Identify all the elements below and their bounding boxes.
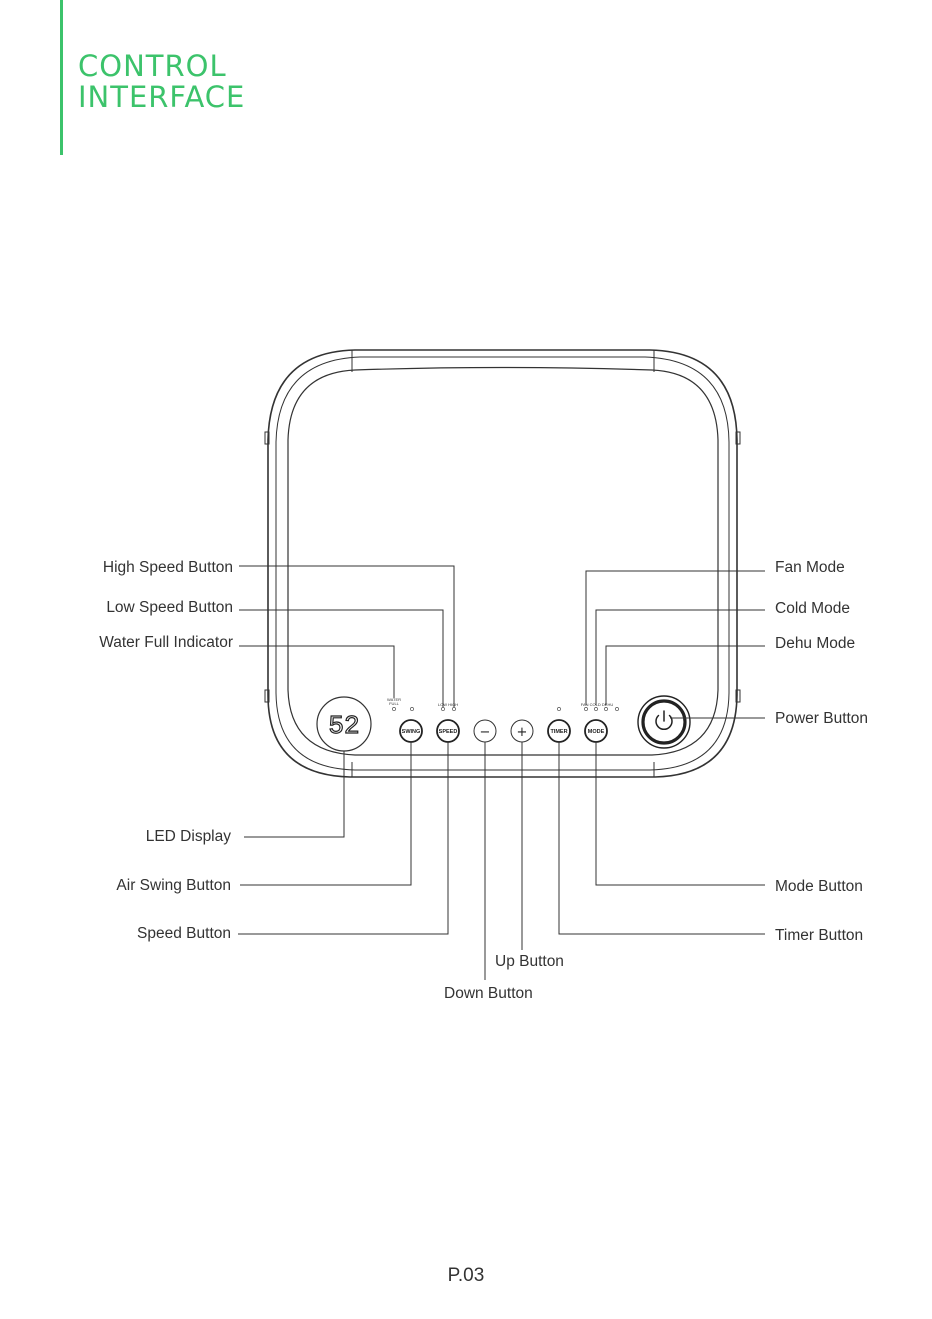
down-button-label: − [480, 725, 491, 740]
callout-mode-button: Mode Button [775, 878, 863, 895]
low-speed-led [441, 707, 444, 710]
callout-up-button: Up Button [495, 953, 564, 970]
cold-mode-led [594, 707, 597, 710]
timer-led [557, 707, 560, 710]
indicator-area: WATER FULL LOW HIGH FAN COLD DEHU [387, 697, 619, 711]
led-display-value: 52 [328, 711, 359, 741]
callout-speed-button: Speed Button [137, 925, 231, 942]
timer-button-label: TIMER [550, 729, 567, 735]
swing-button-label: SWING [402, 729, 421, 735]
callout-fan-mode: Fan Mode [775, 559, 845, 576]
extra-led-2 [615, 707, 618, 710]
timer-button[interactable]: TIMER [548, 720, 570, 742]
high-speed-led [452, 707, 455, 710]
mode-button-label: MODE [588, 729, 605, 735]
up-button[interactable]: + [511, 720, 533, 742]
callout-timer-button: Timer Button [775, 927, 863, 944]
page-number: P.03 [0, 1265, 932, 1287]
extra-led-1 [410, 707, 413, 710]
speed-indicator-label: LOW HIGH [438, 702, 458, 707]
swing-button[interactable]: SWING [400, 720, 422, 742]
callout-low-speed-button: Low Speed Button [106, 599, 233, 616]
callout-led-display: LED Display [146, 828, 232, 845]
speed-button[interactable]: SPEED [437, 720, 459, 742]
callout-down-button: Down Button [444, 985, 533, 1002]
callout-cold-mode: Cold Mode [775, 600, 850, 617]
up-button-label: + [517, 725, 528, 740]
mode-button[interactable]: MODE [585, 720, 607, 742]
water-full-led [392, 707, 395, 710]
speed-button-label: SPEED [439, 729, 458, 735]
led-display: 52 [317, 697, 371, 751]
callout-high-speed-button: High Speed Button [103, 559, 233, 576]
callout-water-full-indicator: Water Full Indicator [99, 634, 233, 651]
power-button[interactable] [638, 696, 690, 748]
callout-dehu-mode: Dehu Mode [775, 635, 855, 652]
callout-air-swing-button: Air Swing Button [116, 877, 231, 894]
dehu-mode-led [604, 707, 607, 710]
fan-mode-led [584, 707, 587, 710]
down-button[interactable]: − [474, 720, 496, 742]
water-full-label-line2: FULL [389, 701, 400, 706]
callout-power-button: Power Button [775, 710, 868, 727]
